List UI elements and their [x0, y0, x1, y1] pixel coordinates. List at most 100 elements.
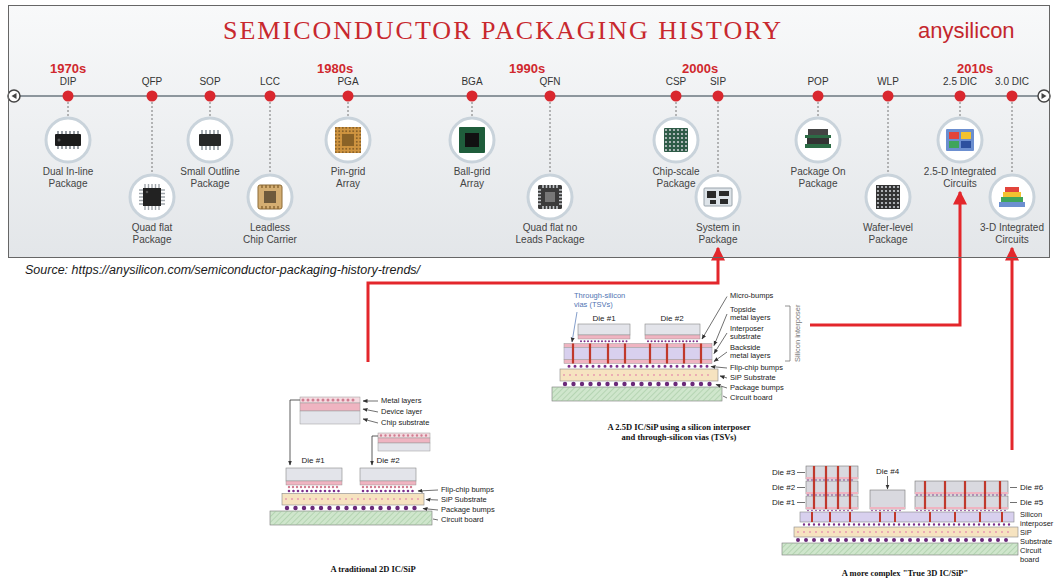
leader-line [423, 509, 438, 511]
package-icon [55, 131, 81, 149]
icon-bubble [696, 175, 740, 219]
die [915, 496, 1008, 509]
decade-label: 1970s [50, 61, 86, 76]
traditional-2d-figure [300, 403, 360, 411]
leader-line [797, 487, 805, 488]
package-type: SOPSmall Outline Package [178, 76, 242, 190]
package-name: 2.5-D Integrated Circuits [922, 166, 998, 190]
icon-bubble [188, 118, 232, 162]
leader-line [433, 519, 438, 520]
package-icon [199, 130, 221, 150]
package-icon [946, 129, 974, 151]
traditional-2d-figure [378, 433, 430, 438]
traditional-2d-figure [300, 397, 360, 403]
die [870, 507, 905, 509]
die [578, 324, 630, 335]
icon-bubble [130, 175, 174, 219]
package-name: Small Outline Package [178, 166, 242, 190]
bracket [785, 306, 790, 361]
package-icon [538, 185, 562, 209]
timeline-end [1042, 93, 1047, 99]
micro-bumps [581, 340, 628, 342]
die [286, 468, 342, 481]
package-icon [459, 127, 485, 153]
timeline-dot [63, 91, 1018, 102]
micro-bumps [872, 510, 903, 512]
bracket-arrow [290, 400, 300, 465]
part-label: Through-silicon vias (TSVs) [574, 292, 632, 309]
flip-chip-bumps [569, 365, 708, 368]
package-name: Quad flat Package [122, 222, 182, 246]
tsv [573, 344, 701, 364]
die-label: Die #2 [772, 483, 795, 492]
die [915, 492, 1008, 494]
package-name: Quad flat no Leads Package [514, 222, 586, 246]
circuit-board [782, 543, 1018, 555]
part-label: Package bumps [441, 506, 495, 515]
micro-bumps [808, 479, 856, 481]
figure-caption: A 2.5D IC/SiP using a silicon interposer… [604, 423, 754, 442]
traditional-2d-figure [303, 399, 358, 402]
interposer-25d-figure [564, 374, 714, 376]
package-type: 2.5 DIC2.5-D Integrated Circuits [922, 76, 998, 190]
leader-line [887, 476, 888, 489]
circuit-board [270, 511, 432, 525]
package-type: BGABall-grid Array [447, 76, 497, 190]
cross-section-figure: A traditional 2D IC/SiP [268, 362, 478, 574]
package-acronym: QFN [514, 76, 586, 88]
package-type: WLPWafer-level Package [858, 76, 918, 246]
leader-line [1010, 502, 1017, 503]
leader-line [714, 314, 727, 346]
die [870, 490, 905, 509]
timeline-panel: SEMICONDUCTOR PACKAGING HISTORYanysilico… [8, 5, 1050, 258]
package-name: Pin-grid Array [323, 166, 373, 190]
part-label: Micro-bumps [730, 292, 773, 301]
icon-bubble [326, 118, 370, 162]
tsv [814, 466, 850, 509]
package-acronym: SIP [690, 76, 746, 88]
tsv [812, 512, 1002, 522]
micro-bumps [808, 480, 1006, 511]
micro-bumps [917, 510, 1006, 512]
die-label: Die #5 [1020, 498, 1043, 507]
flip-chip-bumps [289, 490, 339, 493]
package-acronym: POP [788, 76, 848, 88]
package-name: Wafer-level Package [858, 222, 918, 246]
part-label: Circuit board [441, 516, 484, 525]
leader-line [1010, 487, 1017, 488]
die-label: Die #2 [661, 314, 684, 323]
timeline-end [12, 93, 17, 99]
sip-substrate [282, 494, 424, 506]
part-label: Silicon interposer [1020, 511, 1056, 528]
leader-line [426, 499, 438, 501]
silicon-interposer [800, 512, 1014, 522]
part-label: Interposer substrate [730, 325, 774, 342]
flip-chip-bumps [363, 490, 413, 493]
die [578, 335, 630, 339]
package-type: CSPChip-scale Package [646, 76, 706, 190]
package-name: Chip-scale Package [646, 166, 706, 190]
package-icon [805, 129, 831, 148]
die [915, 481, 1008, 494]
package-type: DIPDual In-line Package [33, 76, 103, 190]
icon-bubble [450, 118, 494, 162]
red-arrow [1011, 248, 1014, 450]
leader-line [723, 396, 727, 398]
leader-line [720, 376, 727, 378]
package-name: 3-D Integrated Circuits [978, 222, 1046, 246]
traditional-2d-figure [381, 434, 428, 436]
interposer-layer [564, 348, 712, 360]
timeline-dot [671, 91, 682, 102]
circuit-board [552, 387, 722, 401]
side-label: Silicon interposer [794, 304, 803, 362]
leader-line [714, 352, 727, 362]
true-3d-figure [782, 466, 1018, 555]
traditional-2d-figure [300, 411, 360, 424]
package-acronym: DIP [33, 76, 103, 88]
timeline [8, 5, 1050, 258]
part-label: SiP Substrate [730, 374, 776, 383]
